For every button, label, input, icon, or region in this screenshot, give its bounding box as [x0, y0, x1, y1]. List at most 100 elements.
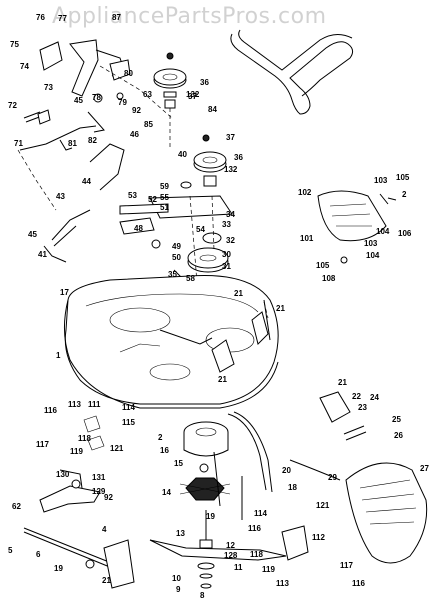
part-label: 36 [234, 153, 243, 162]
part-label: 114 [254, 509, 267, 518]
part-label: 104 [376, 227, 390, 236]
drive-belt [230, 29, 354, 115]
part-label: 2 [158, 433, 163, 442]
part-label: 130 [56, 470, 70, 479]
part-label: 25 [392, 415, 401, 424]
part-label: 53 [128, 191, 137, 200]
part-label: 79 [118, 98, 127, 107]
part-label: 119 [70, 447, 83, 456]
part-label: 121 [316, 501, 330, 510]
part-label: 22 [352, 392, 361, 401]
part-label: 132 [186, 90, 200, 99]
part-label: 119 [262, 565, 275, 574]
part-label: 51 [160, 203, 169, 212]
part-label: 116 [44, 406, 57, 415]
part-label: 15 [174, 459, 183, 468]
part-label: 37 [188, 92, 197, 101]
part-label: 59 [160, 182, 169, 191]
part-label: 12 [226, 541, 235, 550]
part-label: 49 [172, 242, 181, 251]
part-number-labels: 76 77 87 75 74 73 80 78 79 37 36 63 132 … [8, 13, 429, 600]
part-label: 26 [394, 431, 403, 440]
part-label: 43 [56, 192, 65, 201]
center-pulley-assembly [119, 134, 233, 331]
part-label: 117 [340, 561, 353, 570]
part-label: 105 [396, 173, 410, 182]
part-label: 117 [36, 440, 49, 449]
part-label: 76 [36, 13, 45, 22]
part-label: 54 [196, 225, 205, 234]
part-label: 10 [172, 574, 181, 583]
part-label: 77 [58, 14, 67, 23]
part-label: 40 [178, 150, 187, 159]
part-label: 116 [352, 579, 365, 588]
part-label: 21 [102, 576, 111, 585]
part-label: 55 [160, 193, 169, 202]
part-label: 35 [168, 270, 177, 279]
part-label: 87 [112, 13, 121, 22]
part-label: 29 [328, 473, 337, 482]
part-label: 103 [374, 176, 388, 185]
part-label: 9 [176, 585, 181, 594]
spindle-assembly [149, 421, 287, 589]
part-label: 118 [250, 550, 263, 559]
part-label: 131 [92, 473, 106, 482]
part-label: 2 [402, 190, 407, 199]
part-label: 85 [144, 120, 153, 129]
part-label: 101 [300, 234, 314, 243]
part-label: 75 [10, 40, 19, 49]
part-label: 44 [82, 177, 91, 186]
part-label: 74 [20, 62, 29, 71]
part-label: 71 [14, 139, 23, 148]
part-label: 58 [186, 274, 195, 283]
part-label: 73 [44, 83, 53, 92]
part-label: 8 [200, 591, 205, 600]
part-label: 114 [122, 403, 135, 412]
part-label: 37 [226, 133, 235, 142]
part-label: 118 [78, 434, 91, 443]
part-label: 106 [398, 229, 412, 238]
part-label: 113 [276, 579, 289, 588]
part-label: 108 [322, 274, 336, 283]
part-label: 50 [172, 253, 181, 262]
part-label: 21 [218, 375, 227, 384]
part-label: 72 [8, 101, 17, 110]
part-label: 19 [54, 564, 63, 573]
chute-and-bracket [281, 391, 428, 564]
part-label: 62 [12, 502, 21, 511]
part-label: 45 [74, 96, 83, 105]
part-label: 24 [370, 393, 379, 402]
part-label: 92 [104, 493, 113, 502]
part-label: 63 [143, 90, 152, 99]
part-label: 21 [338, 378, 347, 387]
part-label: 32 [226, 236, 235, 245]
part-label: 27 [420, 464, 429, 473]
part-label: 45 [28, 230, 37, 239]
part-label: 6 [36, 550, 41, 559]
belt-guide-rods [213, 411, 273, 520]
part-label: 14 [162, 488, 171, 497]
part-label: 18 [288, 483, 297, 492]
part-label: 46 [130, 130, 139, 139]
part-label: 31 [222, 262, 231, 271]
mower-deck [64, 275, 279, 409]
part-label: 34 [226, 210, 235, 219]
part-label: 121 [110, 444, 124, 453]
lower-linkage [23, 415, 135, 589]
part-label: 20 [282, 466, 291, 475]
part-label: 33 [222, 220, 231, 229]
idler-pulley-upper [153, 52, 187, 150]
part-label: 115 [122, 418, 135, 427]
part-label: 17 [60, 288, 69, 297]
lift-linkage-assembly [17, 39, 173, 263]
part-label: 16 [160, 446, 169, 455]
part-label: 116 [248, 524, 261, 533]
part-label: 11 [234, 563, 243, 572]
part-label: 48 [134, 224, 143, 233]
part-label: 128 [224, 551, 238, 560]
part-label: 104 [366, 251, 380, 260]
part-label: 21 [276, 304, 285, 313]
part-label: 78 [92, 93, 101, 102]
part-label: 112 [312, 533, 325, 542]
